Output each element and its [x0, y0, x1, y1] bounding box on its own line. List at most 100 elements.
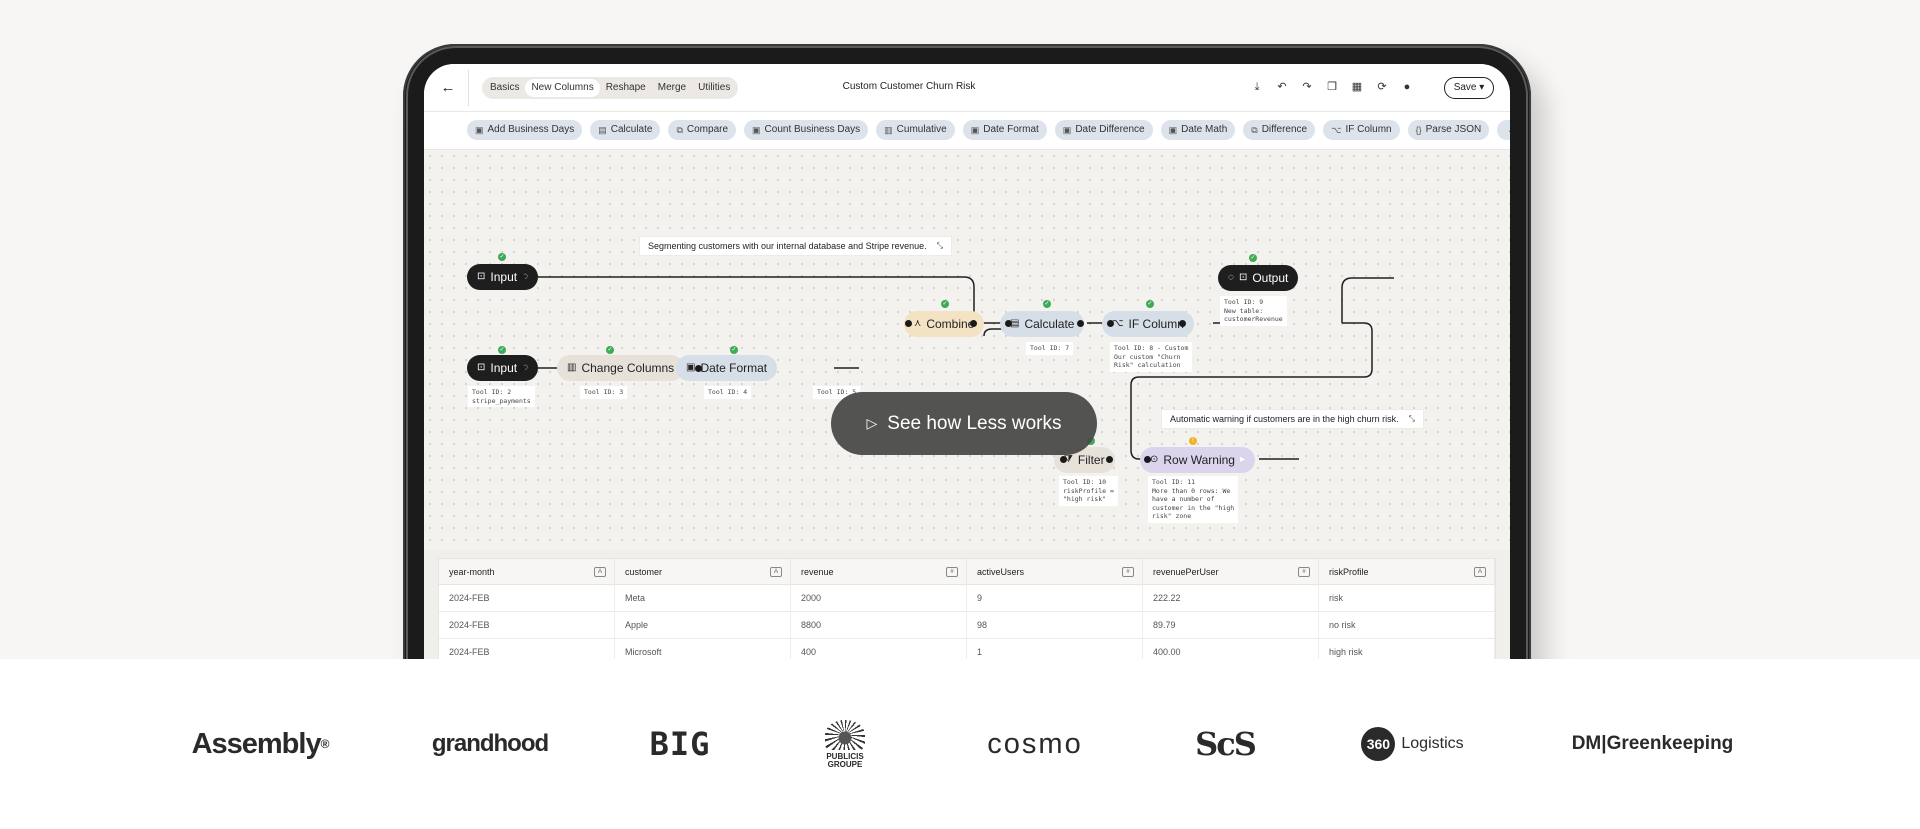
tool-icon: ▣	[970, 125, 980, 135]
tab-merge[interactable]: Merge	[657, 82, 687, 93]
output-port[interactable]	[1106, 456, 1113, 463]
chip-parse-json[interactable]: {}Parse JSON	[1407, 120, 1490, 140]
back-arrow-icon[interactable]: ←	[440, 79, 456, 96]
canvas-note-warning[interactable]: Automatic warning if customers are in th…	[1161, 409, 1425, 429]
chip-difference[interactable]: ⧉Difference	[1243, 120, 1316, 140]
success-status-icon: ✓	[1146, 300, 1154, 308]
expand-icon[interactable]: ⤡	[936, 241, 944, 250]
see-how-button[interactable]: ▷See how Less works	[831, 392, 1097, 455]
column-header-revenuePerUser[interactable]: revenuePerUser#	[1143, 559, 1319, 584]
tool-icon: ▥	[884, 125, 893, 135]
column-type-icon: A	[594, 567, 606, 577]
table-cell: high risk	[1319, 639, 1495, 659]
table-cell: Apple	[615, 612, 791, 638]
tool-icon: ⧉	[1251, 125, 1258, 135]
tool-chip-bar: ▣Add Business Days ▤Calculate ⧉Compare ▣Cou…	[424, 112, 1510, 150]
column-header-activeUsers[interactable]: activeUsers#	[967, 559, 1143, 584]
chip-ai[interactable]: AI	[1497, 120, 1510, 140]
node-input-1[interactable]: ⊡Input◌	[467, 264, 539, 290]
input-port[interactable]	[905, 320, 912, 327]
logo-grandhood: grandhood	[431, 730, 549, 757]
input-icon: ⊡	[477, 271, 486, 282]
node-date-format[interactable]: ▣Date Format	[676, 355, 778, 381]
chip-count-business-days[interactable]: ▣Count Business Days	[744, 120, 869, 140]
copy-icon[interactable]: ❐	[1327, 81, 1337, 93]
chevron-down-icon: ▾	[1479, 82, 1485, 93]
table-cell: risk	[1319, 585, 1495, 611]
table-cell: 2024-FEB	[439, 585, 615, 611]
node-meta: Tool ID: 9 New table: customerRevenue	[1220, 296, 1287, 326]
table-cell: Meta	[615, 585, 791, 611]
table-cell: no risk	[1319, 612, 1495, 638]
chip-cumulative[interactable]: ▥Cumulative	[876, 120, 955, 140]
output-port[interactable]	[518, 365, 525, 372]
node-input-2[interactable]: ⊡Input◌	[467, 355, 539, 381]
download-icon[interactable]: ⤓	[1254, 81, 1260, 93]
column-type-icon: #	[1122, 567, 1134, 577]
node-meta: Tool ID: 11 More than 0 rows: We have a …	[1148, 476, 1239, 523]
chip-date-format[interactable]: ▣Date Format	[962, 120, 1047, 140]
lion-crest-icon	[825, 719, 865, 750]
tab-utilities[interactable]: Utilities	[698, 82, 731, 93]
column-type-icon: #	[946, 567, 958, 577]
output-port[interactable]	[1077, 320, 1084, 327]
chip-date-difference[interactable]: ▣Date Difference	[1054, 120, 1153, 140]
output-port[interactable]	[970, 320, 977, 327]
logo-dm-greenkeeping: DM|Greenkeeping	[1571, 733, 1734, 754]
node-calculate[interactable]: ▤Calculate	[1000, 311, 1085, 337]
chip-if-column[interactable]: ⌥IF Column	[1323, 120, 1400, 140]
hero-section: ← Basics New Columns Reshape Merge Utili…	[403, 44, 1531, 659]
save-button[interactable]: Save ▾	[1444, 77, 1494, 99]
success-status-icon: ✓	[1043, 300, 1051, 308]
node-row-warning[interactable]: ⊙Row Warning▸	[1140, 447, 1255, 473]
chip-compare[interactable]: ⧉Compare	[668, 120, 737, 140]
success-status-icon: ✓	[941, 300, 949, 308]
warning-icon: ⊙	[1150, 454, 1159, 465]
connection-wires	[521, 276, 1394, 460]
table-cell: Microsoft	[615, 639, 791, 659]
redo-icon[interactable]: ↷	[1302, 81, 1312, 93]
workflow-canvas[interactable]: Segmenting customers with our internal d…	[424, 150, 1510, 550]
column-type-icon: A	[1474, 567, 1486, 577]
chip-calculate[interactable]: ▤Calculate	[590, 120, 661, 140]
tab-reshape[interactable]: Reshape	[605, 82, 646, 93]
input-port[interactable]	[1107, 320, 1114, 327]
node-change-columns[interactable]: ▥Change Columns	[557, 355, 685, 381]
input-port[interactable]	[1060, 456, 1067, 463]
output-port[interactable]	[518, 274, 525, 281]
expand-icon[interactable]: ⤡	[1408, 414, 1416, 423]
output-icon: ⊡	[1238, 272, 1248, 283]
node-output[interactable]: ◌⊡Output	[1218, 265, 1299, 291]
chip-add-business-days[interactable]: ▣Add Business Days	[467, 120, 583, 140]
node-meta: Tool ID: 8 - Custom Our custom "Churn Ri…	[1110, 342, 1193, 372]
input-port[interactable]	[1144, 456, 1151, 463]
node-meta: Tool ID: 4	[704, 386, 752, 399]
run-icon[interactable]: ●	[1403, 81, 1411, 93]
column-type-icon: #	[1298, 567, 1310, 577]
tab-new-columns[interactable]: New Columns	[525, 79, 600, 97]
category-tabs: Basics New Columns Reshape Merge Utiliti…	[482, 77, 739, 99]
refresh-icon[interactable]: ⟳	[1377, 81, 1387, 93]
tool-icon: ⌥	[1331, 125, 1342, 135]
tab-basics[interactable]: Basics	[490, 82, 520, 93]
column-header-revenue[interactable]: revenue#	[791, 559, 967, 584]
node-meta: Tool ID: 10 riskProfile = "high risk"	[1059, 476, 1118, 506]
node-if-column[interactable]: ⌥IF Column	[1102, 311, 1194, 337]
chip-date-math[interactable]: ▣Date Math	[1160, 120, 1236, 140]
input-port[interactable]	[695, 365, 702, 372]
input-port[interactable]	[1005, 320, 1012, 327]
table-cell: 222.22	[1143, 585, 1319, 611]
grid-icon[interactable]: ▦	[1351, 81, 1363, 93]
canvas-note-segmenting[interactable]: Segmenting customers with our internal d…	[639, 236, 953, 256]
tool-icon: ⧉	[676, 125, 683, 135]
output-port[interactable]	[1179, 320, 1186, 327]
merge-icon: ⋏	[914, 318, 922, 329]
table-cell: 8800	[791, 612, 967, 638]
undo-icon[interactable]: ↶	[1277, 81, 1287, 93]
